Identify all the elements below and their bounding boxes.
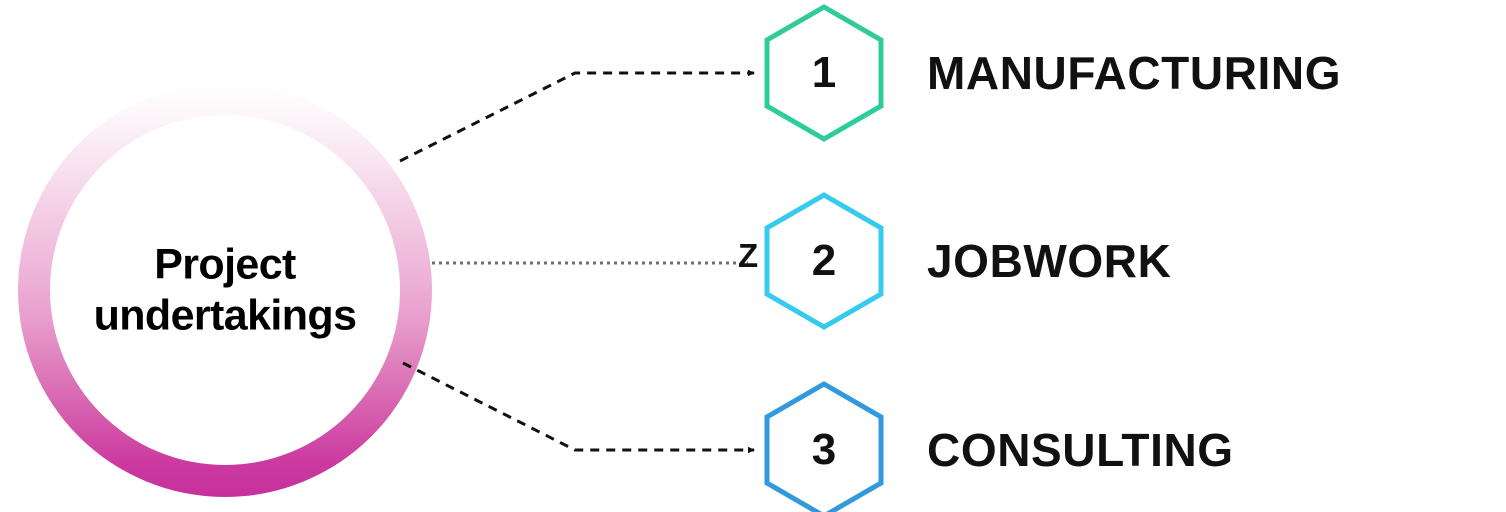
connector-branch-3: [402, 361, 755, 454]
hub-inner-fill: [50, 115, 400, 465]
hexagon-number-1: 1: [811, 48, 837, 97]
connector-branch-1: [399, 69, 755, 163]
branch-item-jobwork[interactable]: 2 JOBWORK: [760, 191, 1171, 331]
hub-label: Project undertakings: [93, 240, 357, 339]
hexagon-badge-3: 3: [760, 380, 888, 512]
hexagon-badge-2: 2: [760, 191, 888, 331]
branch-item-consulting[interactable]: 3 CONSULTING: [760, 380, 1234, 512]
hexagon-badge-1: 1: [760, 3, 888, 143]
hexagon-icon: [764, 192, 884, 330]
hexagon-icon: [764, 381, 884, 512]
connector-stray-glyph: Z: [738, 237, 759, 274]
hexagon-number-2: 2: [811, 236, 837, 285]
branch-label-manufacturing: MANUFACTURING: [927, 47, 1342, 99]
branch-label-consulting: CONSULTING: [927, 424, 1234, 476]
branch-label-jobwork: JOBWORK: [927, 235, 1172, 287]
hexagon-number-3: 3: [811, 425, 837, 474]
hexagon-icon: [764, 4, 884, 142]
hub-circle: Project undertakings: [18, 83, 432, 497]
branch-item-manufacturing[interactable]: 1 MANUFACTURING: [760, 3, 1341, 143]
